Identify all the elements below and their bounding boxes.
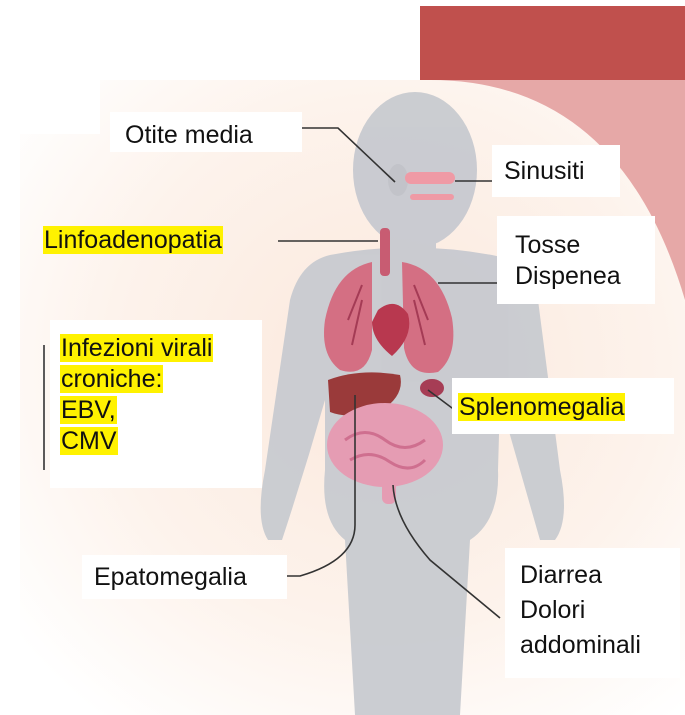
nose-icon bbox=[405, 172, 455, 184]
label-splenomegalia-text: Splenomegalia bbox=[458, 393, 625, 421]
label-linfoadenopatia: Linfoadenopatia bbox=[43, 225, 223, 256]
mouth-icon bbox=[410, 194, 454, 200]
label-infezioni: Infezioni virali croniche: EBV, CMV bbox=[60, 333, 213, 457]
trachea-icon bbox=[380, 228, 390, 276]
label-diarrea-dolori: Diarrea Dolori addominali bbox=[520, 560, 641, 661]
spleen-icon bbox=[420, 379, 444, 397]
label-infezioni-line3: EBV, bbox=[60, 396, 117, 424]
label-sinusiti: Sinusiti bbox=[504, 156, 585, 187]
label-epatomegalia: Epatomegalia bbox=[94, 562, 247, 593]
label-linfoadenopatia-text: Linfoadenopatia bbox=[43, 226, 223, 254]
label-diarrea: Diarrea bbox=[520, 560, 641, 591]
corner-white-box bbox=[8, 52, 100, 134]
accent-rect-top bbox=[420, 6, 685, 86]
label-addominali: addominali bbox=[520, 630, 641, 661]
label-splenomegalia: Splenomegalia bbox=[458, 392, 625, 423]
label-dispenea: Dispenea bbox=[515, 261, 621, 292]
label-dolori: Dolori bbox=[520, 595, 641, 626]
label-infezioni-line4: CMV bbox=[60, 427, 118, 455]
label-otite-media: Otite media bbox=[125, 120, 253, 151]
label-tosse-dispenea: Tosse Dispenea bbox=[515, 230, 621, 292]
label-tosse: Tosse bbox=[515, 230, 621, 261]
label-infezioni-line2: croniche: bbox=[60, 365, 163, 393]
label-infezioni-line1: Infezioni virali bbox=[60, 334, 213, 362]
